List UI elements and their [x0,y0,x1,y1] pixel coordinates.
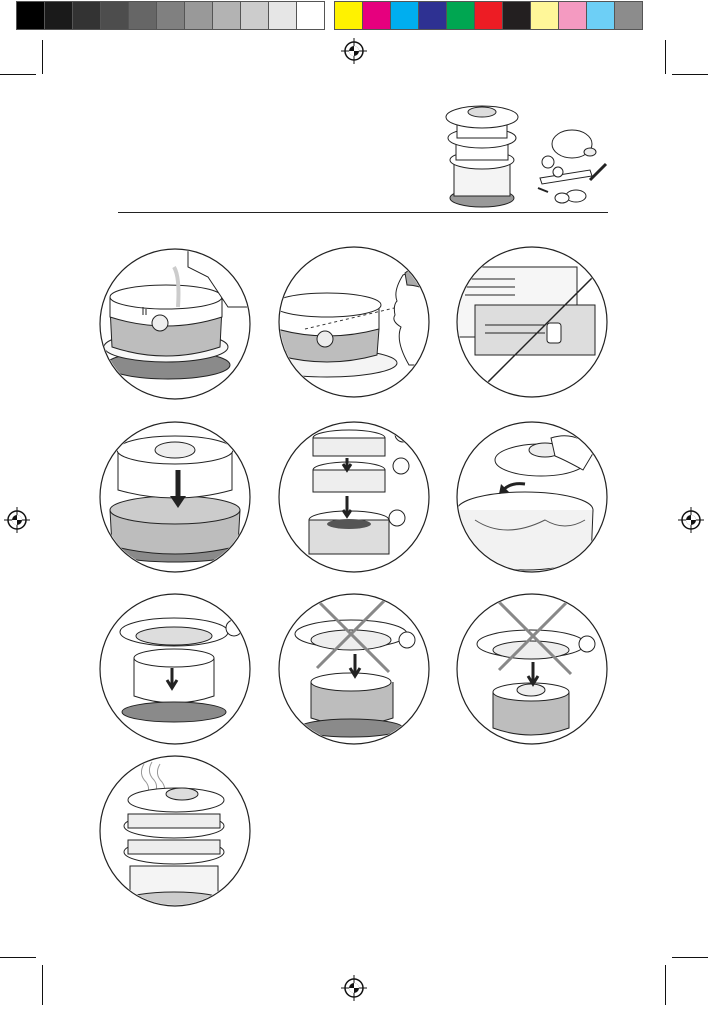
color-swatch [100,1,129,30]
cross-icon [277,592,431,746]
color-swatch [474,1,503,30]
color-swatch [128,1,157,30]
crop-mark [0,74,36,75]
color-swatch [212,1,241,30]
registration-mark-icon [341,38,367,64]
crop-mark [0,957,36,958]
panel-wrong-order-1 [277,592,431,746]
cross-icon [455,592,609,746]
basket-icon [98,592,252,746]
color-swatch [446,1,475,30]
color-swatch [296,1,325,30]
registration-mark-icon [341,975,367,1001]
panel-steaming [98,754,252,908]
panel-cooking-table [455,245,609,399]
panel-fill-water [98,247,252,401]
color-swatch [614,1,643,30]
panel-place-tray [98,420,252,574]
color-swatch [390,1,419,30]
color-swatch [334,1,363,30]
color-swatch [240,1,269,30]
crop-mark [672,957,708,958]
color-swatch [502,1,531,30]
header-divider [118,212,608,213]
steam-icon [98,754,252,908]
eye-icon [277,245,431,399]
steamer-header-illustration [440,100,610,212]
color-swatch [268,1,297,30]
color-swatch [184,1,213,30]
swatch-gap [324,1,334,30]
color-swatch [362,1,391,30]
panel-add-basket [98,592,252,746]
panel-wrong-order-2 [455,592,609,746]
color-swatch [558,1,587,30]
registration-mark-icon [4,507,30,533]
stack-icon [277,420,431,574]
color-swatch [530,1,559,30]
tray-icon [98,420,252,574]
crop-mark [665,40,666,74]
color-swatch [16,1,45,30]
crop-mark [42,40,43,74]
crop-mark [42,965,43,1005]
table-icon [455,245,609,399]
lid-icon [455,420,609,574]
panel-place-lid [455,420,609,574]
color-swatch [72,1,101,30]
color-swatch [586,1,615,30]
registration-mark-icon [678,507,704,533]
color-swatch [44,1,73,30]
water-jug-icon [98,247,252,401]
color-swatch [156,1,185,30]
panel-stack-baskets [277,420,431,574]
color-swatch [418,1,447,30]
color-calibration-bar [16,1,642,30]
panel-check-level [277,245,431,399]
crop-mark [672,74,708,75]
crop-mark [665,965,666,1005]
